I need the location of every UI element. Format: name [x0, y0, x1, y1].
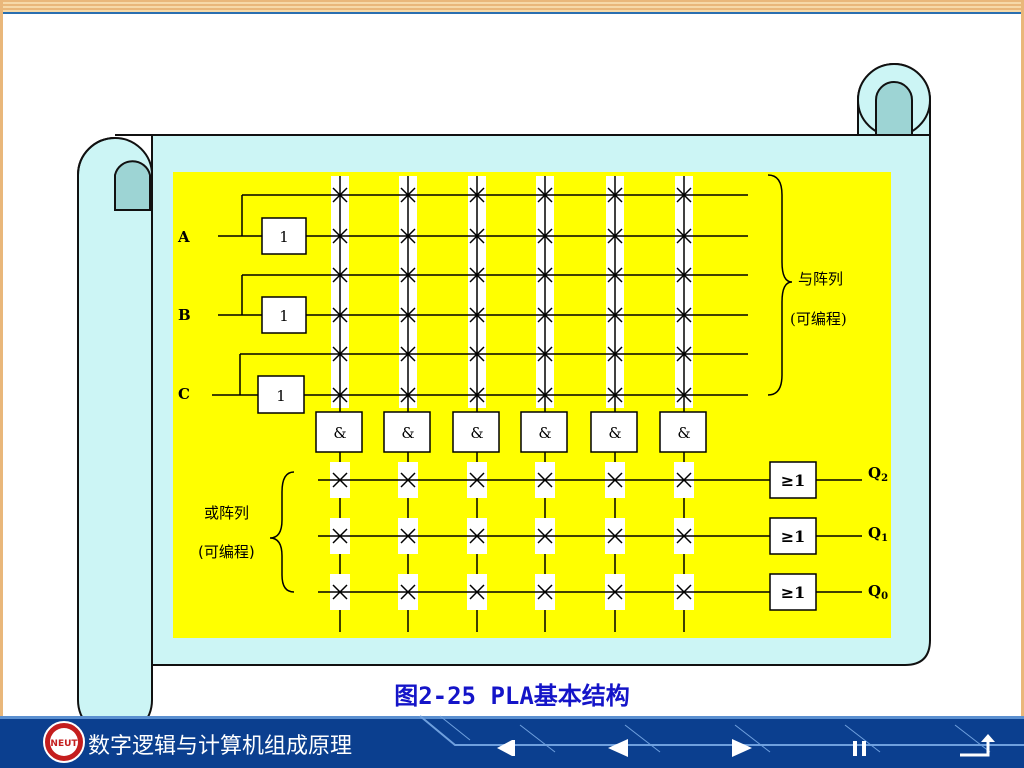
or-gates: ≥1 ≥1 ≥1 [769, 461, 817, 611]
and-array-brace [767, 174, 793, 396]
connection-cross [400, 472, 416, 488]
inverter-b [261, 296, 307, 334]
or-gate-label: ≥1 [781, 527, 806, 546]
and-array-label: 与阵列 [798, 270, 843, 288]
nav-first-button[interactable] [478, 730, 538, 760]
or-array-label: 或阵列 [204, 504, 249, 522]
and-gate [383, 411, 431, 453]
or-array-brace [269, 471, 295, 593]
or-gate-label: ≥1 [781, 583, 806, 602]
connection-cross [537, 584, 553, 600]
first-icon [497, 740, 512, 756]
university-logo-inner [50, 728, 78, 756]
connection-cross [469, 528, 485, 544]
pause-icon [853, 741, 857, 756]
left-border [0, 0, 3, 768]
and-gate-label: & [333, 424, 346, 442]
outputs: Q2 Q1 Q0 [868, 464, 888, 602]
and-gate-label: & [538, 424, 551, 442]
nav-return-button[interactable] [950, 730, 1010, 760]
input-label-c: C [178, 385, 190, 403]
or-gate [769, 573, 817, 611]
connection-cross [469, 584, 485, 600]
connection-cross [332, 472, 348, 488]
output-q0: Q0 [868, 582, 888, 602]
and-gate [452, 411, 500, 453]
connection-cross [607, 528, 623, 544]
or-gate-label: ≥1 [781, 471, 806, 490]
connection-cross [537, 528, 553, 544]
connection-cross [400, 528, 416, 544]
and-gate-label: & [470, 424, 483, 442]
top-border-stripe [0, 0, 1024, 12]
and-gate-label: & [401, 424, 414, 442]
university-logo-text: NEUT [50, 739, 78, 749]
and-gates: &&&&&& [315, 411, 707, 453]
right-border [1021, 0, 1024, 768]
inverter-c [257, 375, 305, 414]
input-label-b: B [178, 306, 191, 324]
input-label-a: A [177, 228, 190, 246]
and-gate [520, 411, 568, 453]
or-gate [769, 517, 817, 555]
output-q1: Q1 [868, 524, 888, 544]
connection-cross [676, 528, 692, 544]
connection-cross [332, 584, 348, 600]
inverter-c-label: 1 [276, 387, 286, 405]
inverter-a-label: 1 [279, 228, 289, 246]
connection-cross [676, 472, 692, 488]
and-array-annotation: 与阵列 (可编程) [767, 174, 847, 396]
connection-cross [607, 472, 623, 488]
figure-caption: 图2-25 PLA基本结构 [394, 682, 630, 710]
or-array-annotation: 或阵列 (可编程) [198, 471, 295, 593]
next-icon [732, 739, 752, 757]
connection-cross [400, 584, 416, 600]
and-array-sublabel: (可编程) [790, 310, 847, 328]
or-gate [769, 461, 817, 499]
output-q2: Q2 [868, 464, 888, 484]
connection-cross [537, 472, 553, 488]
prev-icon [608, 739, 628, 757]
and-gate [315, 411, 363, 453]
and-gate [659, 411, 707, 453]
nav-prev-button[interactable] [585, 730, 645, 760]
or-array-sublabel: (可编程) [198, 543, 255, 561]
input-section: A B C 1 1 1 [177, 194, 748, 414]
nav-pause-button[interactable] [835, 730, 895, 760]
and-gate-label: & [608, 424, 621, 442]
and-gate-label: & [677, 424, 690, 442]
top-border-line [0, 12, 1024, 14]
nav-next-button[interactable] [715, 730, 775, 760]
connection-cross [469, 472, 485, 488]
inverter-b-label: 1 [279, 307, 289, 325]
connection-cross [607, 584, 623, 600]
inverter-a [261, 217, 307, 255]
course-title: 数字逻辑与计算机组成原理 [88, 734, 353, 759]
and-gate [590, 411, 638, 453]
connection-cross [332, 528, 348, 544]
connection-cross [676, 584, 692, 600]
return-icon [960, 740, 990, 757]
